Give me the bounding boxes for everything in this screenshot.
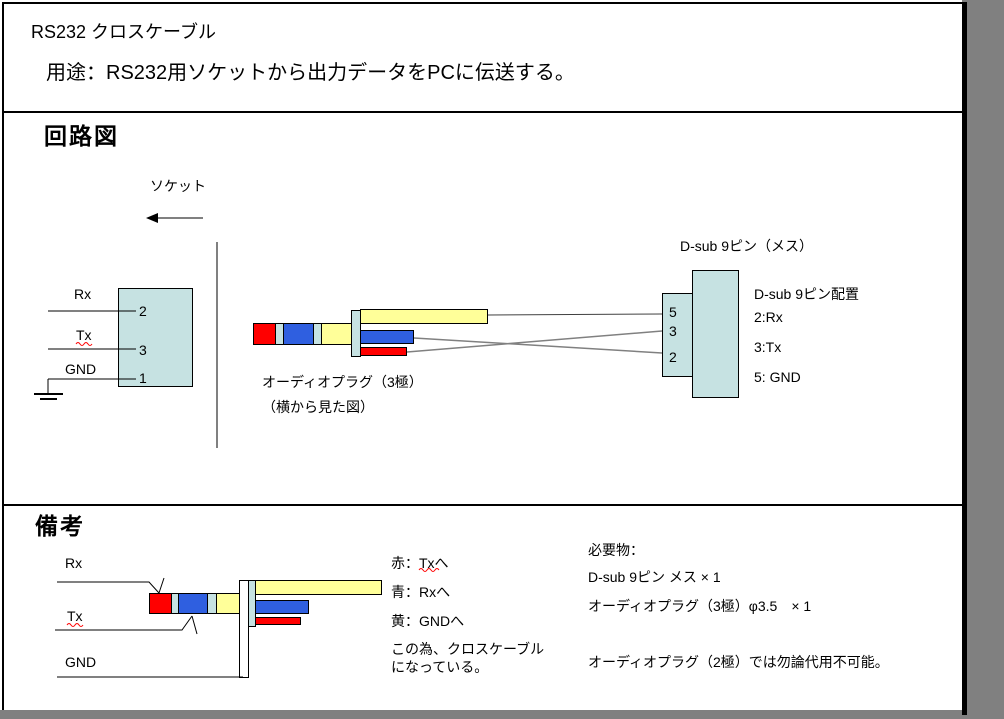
dsub-pin-5: 5 [669, 304, 677, 320]
notes-label-tx: Tx [67, 608, 83, 624]
plug-tip-red [253, 323, 276, 345]
dsub-assignment-rx: 2:Rx [754, 309, 783, 325]
plug-wire-red [360, 347, 407, 356]
socket-pin-number-2: 2 [139, 303, 147, 319]
notes-wire-yellow-label: 黄：GNDへ [391, 613, 465, 629]
requirement-dsub: D-sub 9ピン メス × 1 [588, 569, 721, 585]
socket-label: ソケット [150, 178, 206, 194]
socket-body [118, 288, 193, 387]
notes-wire-red-label: 赤：Txへ [391, 555, 449, 571]
dsub-title: D-sub 9ピン（メス） [680, 238, 814, 254]
notes-label-gnd: GND [65, 654, 97, 670]
socket-pin-number-3: 3 [139, 342, 147, 358]
notes-conclusion-line1: この為、クロスケーブル [391, 641, 545, 657]
requirement-plug: オーディオプラグ（3極）φ3.5 × 1 [588, 598, 812, 614]
dsub-assignment-gnd: 5: GND [754, 369, 801, 385]
notes-plug-tip-red [149, 593, 172, 614]
plug-wire-blue [360, 330, 414, 344]
socket-pin-rx-label: Rx [74, 286, 92, 302]
plug-sublabel: （横から見た図） [262, 399, 374, 415]
dsub-layout-title: D-sub 9ピン配置 [754, 286, 860, 302]
purpose-text: 用途：RS232用ソケットから出力データをPCに伝送する。 [46, 62, 575, 84]
notes-wire-yellow [255, 580, 382, 595]
dsub-body [692, 270, 739, 398]
notes-wire-blue [255, 600, 309, 614]
plug-sleeve-yellow [321, 323, 352, 345]
socket-pin-number-1: 1 [139, 370, 147, 386]
plug-label: オーディオプラグ（3極） [262, 374, 423, 390]
page-title: RS232 クロスケーブル [31, 22, 216, 42]
notes-plug-shaft [239, 580, 249, 678]
section-divider-1 [2, 111, 962, 113]
notes-wire-blue-label: 青：Rxへ [391, 584, 451, 600]
page-shadow-right [962, 2, 967, 715]
dsub-pin-3: 3 [669, 323, 677, 339]
dsub-assignment-tx: 3:Tx [754, 339, 782, 355]
notes-conclusion-line2: になっている。 [391, 659, 489, 675]
requirements-title: 必要物： [588, 542, 644, 558]
page-border-top [2, 2, 962, 4]
notes-label-rx: Rx [65, 555, 83, 571]
caution-text: オーディオプラグ（2極）では勿論代用不可能。 [588, 654, 889, 670]
circuit-heading: 回路図 [44, 123, 119, 149]
notes-plug-sleeve-yellow [216, 593, 240, 614]
section-divider-2 [2, 504, 962, 506]
dsub-pin-2: 2 [669, 349, 677, 365]
dsub-pin-block [662, 293, 693, 377]
socket-pin-gnd-label: GND [65, 361, 97, 377]
page-border-left [2, 2, 4, 710]
socket-pin-tx-label: Tx [76, 327, 92, 343]
notes-wire-red [255, 617, 301, 625]
plug-ring-blue [283, 323, 314, 345]
document-page: RS232 クロスケーブル 用途：RS232用ソケットから出力データをPCに伝送… [0, 0, 962, 710]
plug-wire-yellow [360, 309, 488, 324]
notes-heading: 備考 [35, 513, 85, 539]
notes-plug-ring-blue [178, 593, 208, 614]
